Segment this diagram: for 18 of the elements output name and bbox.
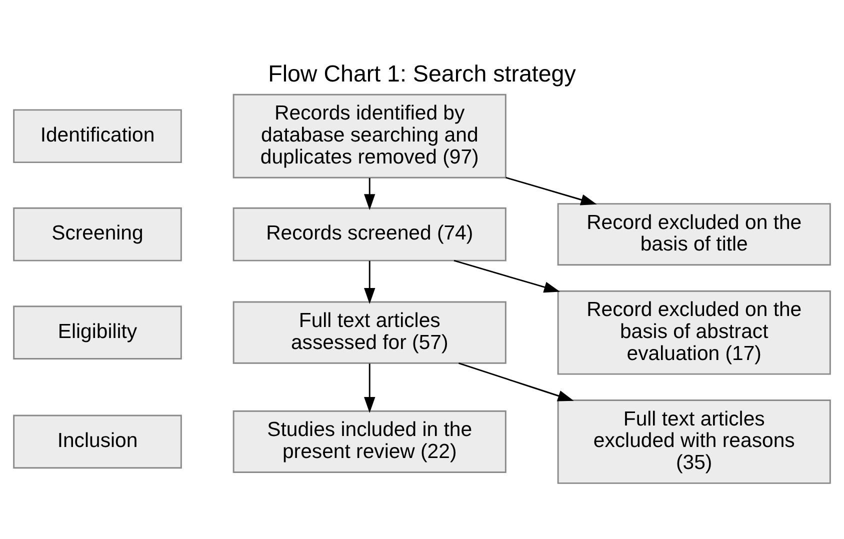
node-box: Inclusion — [13, 414, 182, 468]
arrow — [458, 362, 574, 401]
node-box: Eligibility — [13, 305, 182, 359]
node-box: Full text articles assessed for (57) — [232, 300, 506, 364]
node-box: Studies included in the present review (22) — [232, 410, 506, 472]
node-box: Record excluded on the basis of abstract evaluation (17) — [557, 290, 831, 374]
arrow — [364, 363, 376, 413]
arrow — [506, 176, 597, 205]
diagram-title: Flow Chart 1: Search strategy — [268, 60, 576, 86]
arrow — [454, 259, 560, 292]
node-box: Identification — [13, 108, 182, 163]
node-box: Records screened (74) — [232, 206, 506, 261]
arrow — [364, 260, 376, 304]
node-box: Record excluded on the basis of title — [557, 202, 831, 266]
node-box: Screening — [13, 206, 182, 261]
arrow — [364, 178, 376, 210]
node-box: Full text articles excluded with reasons (35) — [557, 399, 831, 484]
node-box: Records identified by database searching and duplicates removed (97) — [232, 93, 506, 178]
